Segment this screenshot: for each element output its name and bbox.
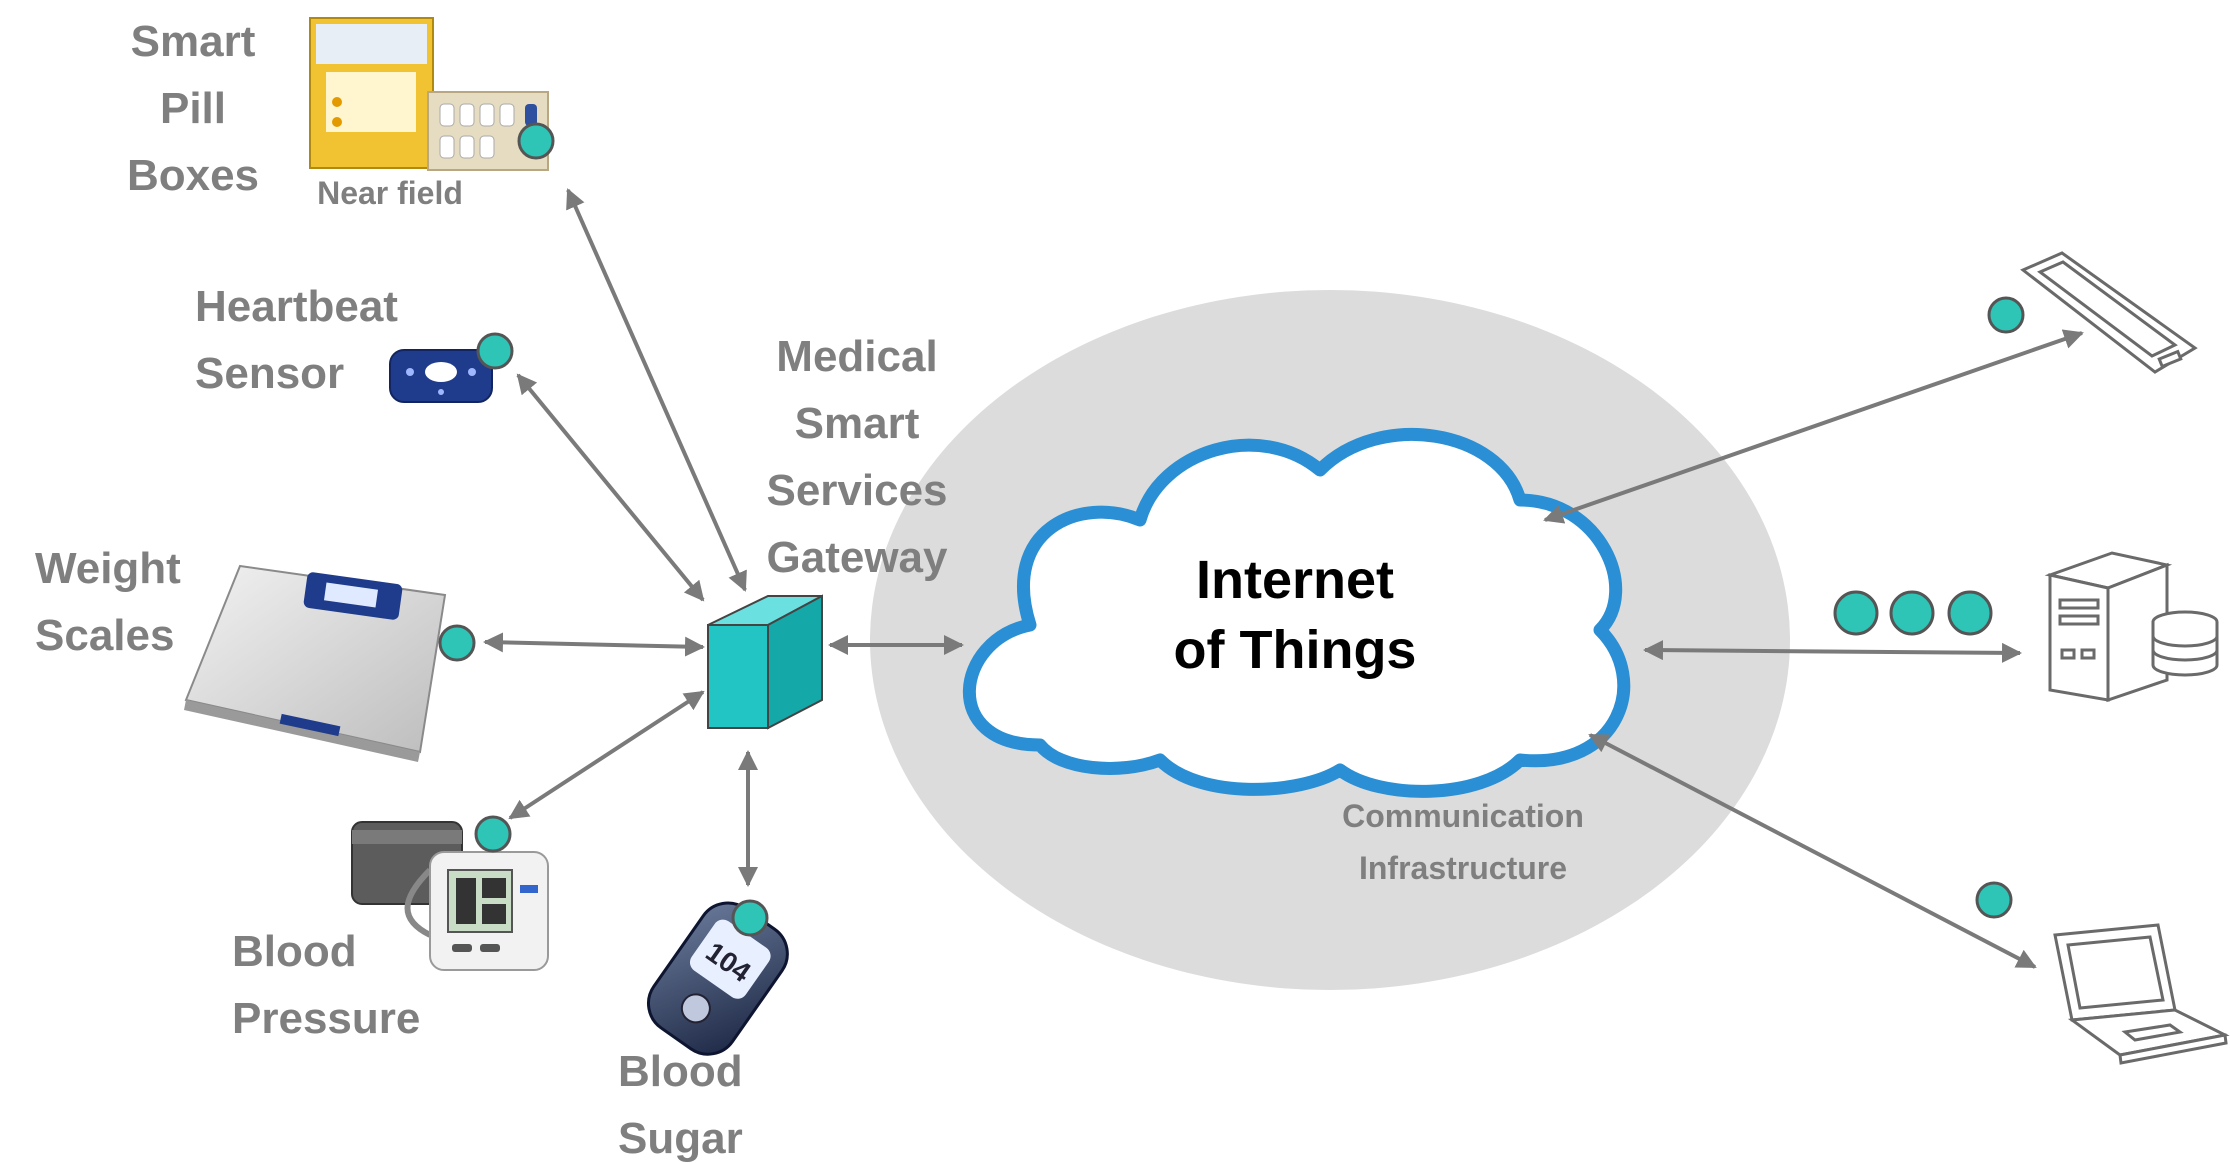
- near-field-label: Near field: [317, 175, 463, 211]
- blood-pressure-label-line2: Pressure: [232, 994, 421, 1043]
- node-dot-pill: [517, 122, 555, 160]
- gateway-label: Medical Smart Services Gateway: [752, 335, 962, 580]
- heartbeat-label-line2: Sensor: [195, 349, 345, 398]
- arrow-cloud-server: [1643, 640, 2022, 663]
- node-dot-heartbeat: [476, 332, 514, 370]
- node-dot-sugar: [731, 899, 769, 937]
- cloud-label-line1: Internet: [1195, 550, 1395, 610]
- weight-label-line2: Scales: [35, 611, 175, 660]
- arrow-cloud-laptop: [1588, 733, 2037, 969]
- node-dot-server-3: [1947, 590, 1993, 636]
- heartbeat-label: Heartbeat Sensor: [195, 285, 420, 396]
- weight-scale-icon: [184, 564, 447, 762]
- node-dot-server-2: [1889, 590, 1935, 636]
- pill-label: Smart Pill Boxes: [118, 20, 268, 198]
- heartbeat-label-line1: Heartbeat: [195, 282, 398, 331]
- server-database-icon: [2044, 551, 2219, 703]
- cloud-label-line2: of Things: [1173, 620, 1417, 680]
- weight-label-line1: Weight: [35, 544, 181, 593]
- connection-arrows: [483, 188, 2084, 969]
- blood-sugar-label-line2: Sugar: [618, 1114, 743, 1163]
- node-dot-scale: [438, 624, 476, 662]
- pill-label-line3: Boxes: [126, 151, 260, 200]
- node-dot-laptop: [1975, 881, 2013, 919]
- blood-pressure-label: Blood Pressure: [232, 930, 442, 1041]
- arrow-cloud-phone: [1543, 329, 2084, 524]
- weight-label: Weight Scales: [35, 547, 195, 658]
- gateway-label-line1: Medical: [776, 332, 938, 381]
- gateway-label-line2: Smart: [794, 399, 920, 448]
- pill-label-line2: Pill: [159, 84, 227, 133]
- pill-box-icon: [309, 17, 549, 171]
- pill-label-line1: Smart: [130, 17, 256, 66]
- infrastructure-label-line2: Infrastructure: [1358, 850, 1568, 886]
- blood-pressure-label-line1: Blood: [232, 927, 357, 976]
- glucose-meter-icon: 104: [647, 901, 789, 1056]
- arrow-bp-gateway: [508, 690, 705, 820]
- arrow-scale-gateway: [483, 632, 705, 657]
- gateway-box-icon: [707, 594, 823, 730]
- heartbeat-sensor-icon: [389, 349, 493, 403]
- infrastructure-label: Communication Infrastructure: [1318, 800, 1608, 884]
- laptop-icon: [2053, 923, 2230, 1065]
- arrow-heartbeat-gateway: [516, 373, 705, 602]
- gateway-label-line4: Gateway: [766, 533, 948, 582]
- node-dot-phone: [1987, 296, 2025, 334]
- node-dots: [438, 122, 2025, 937]
- node-dot-bp: [474, 815, 512, 853]
- node-dot-server-1: [1833, 590, 1879, 636]
- smartphone-icon: [2020, 251, 2198, 374]
- arrow-pill-gateway: [566, 188, 747, 592]
- blood-pressure-monitor-icon: [351, 821, 549, 971]
- infrastructure-label-line1: Communication: [1342, 798, 1584, 834]
- blood-sugar-label-line1: Blood: [618, 1047, 743, 1096]
- blood-sugar-label: Blood Sugar: [618, 1050, 753, 1161]
- cloud-label: Internet of Things: [1140, 553, 1450, 677]
- gateway-label-line3: Services: [766, 466, 948, 515]
